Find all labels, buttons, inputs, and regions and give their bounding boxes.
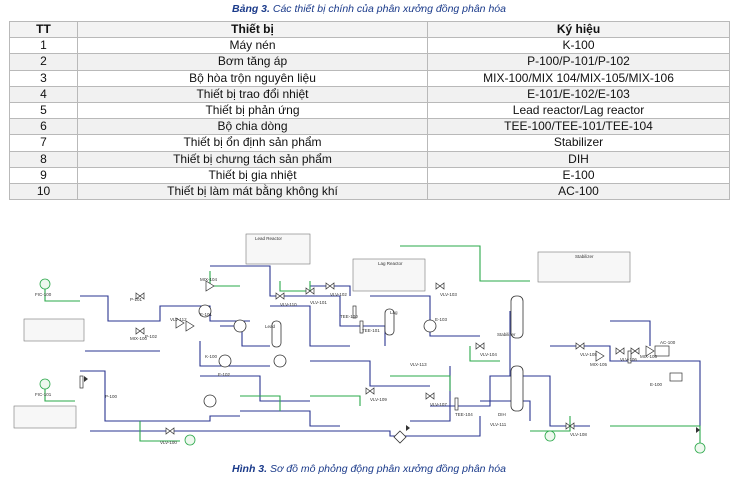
cell-tt: 9 [9,166,78,184]
stream-tag: MIX-105 [590,362,608,367]
stream-tag: TEE-100 [340,314,358,319]
stream-tag: P-102 [145,334,158,339]
table-caption: Bảng 3. Các thiết bị chính của phân xưởn… [232,3,506,15]
header-symbol: Ký hiệu [427,20,730,39]
svg-text:Lag Reactor: Lag Reactor [378,261,403,266]
cell-tt: 6 [9,118,78,136]
stream-tag: VLV-108 [570,432,587,437]
header-equipment: Thiết bị [77,20,428,39]
cell-equipment: Thiết bị ổn định sản phẩm [77,134,428,152]
stream-tag: P-101 [130,297,143,302]
stream-tag: VLV-103 [440,292,457,297]
lead-reactor-box: Lead Reactor [245,233,311,265]
cell-equipment: Bộ hòa trộn nguyên liệu [77,69,428,87]
stream-tag: Lead [265,324,276,329]
cell-tt: 8 [9,150,78,168]
stream-tag: VLV-105 [580,352,597,357]
stream-tag: MIX-106 [640,354,658,359]
stream-tag: E-103 [435,317,448,322]
cell-tt: 7 [9,134,78,152]
cell-symbol: E-100 [427,166,730,184]
cell-symbol: P-100/P-101/P-102 [427,53,730,71]
stream-tag: E-101 [200,312,213,317]
cell-tt: 3 [9,69,78,87]
equipment-symbols [39,278,706,454]
cell-symbol: Stabilizer [427,134,730,152]
cell-equipment: Máy nén [77,37,428,55]
stream-tag: MIX-104 [200,277,218,282]
table-header-row: TT Thiết bị Ký hiệu [9,20,730,39]
signal-lines [44,245,701,451]
stream-tag: FIC-101 [35,392,52,397]
stream-tag: VLV-107 [430,402,447,407]
stream-tag: VLV-101 [310,300,327,305]
lag-reactor-box: Lag Reactor [352,258,426,292]
cell-tt: 2 [9,53,78,71]
stream-tag: VLV-113 [410,362,427,367]
cell-symbol: TEE-100/TEE-101/TEE-104 [427,118,730,136]
cell-symbol: K-100 [427,37,730,55]
cell-tt: 1 [9,37,78,55]
cell-equipment: Thiết bị làm mát bằng không khí [77,182,428,201]
cell-symbol: MIX-100/MIX 104/MIX-105/MIX-106 [427,69,730,87]
stream-tag: VLV-104 [480,352,497,357]
stream-tag: FIC-100 [35,292,52,297]
stream-tag: E-100 [650,382,663,387]
cell-equipment: Bơm tăng áp [77,53,428,71]
stream-tag: VLV-106 [620,357,637,362]
cell-tt: 10 [9,182,78,201]
stream-tag: VLV-112 [170,317,187,322]
stream-tag: E-102 [218,372,231,377]
stream-tag: DIH [498,412,506,417]
stream-tag: TEE-101 [362,328,380,333]
process-streams [80,265,701,437]
process-flow-diagram: FIC-100FIC-101PIC-100K-100E-101E-102E-10… [13,233,706,454]
figure-caption: Hình 3. Sơ đồ mô phỏng động phân xưởng đ… [232,463,506,475]
stream-tag: VLV-111 [490,422,507,427]
feed-info-box-1 [23,318,85,342]
header-tt: TT [9,20,78,39]
stream-tag: VLV-100 [160,440,177,445]
stream-tag: AC-100 [660,340,676,345]
stream-tag: TEE-104 [455,412,473,417]
stream-tag: K-100 [205,354,218,359]
cell-symbol: Lead reactor/Lag reactor [427,101,730,120]
cell-symbol: E-101/E-102/E-103 [427,85,730,103]
stream-tag: VLV-110 [280,302,297,307]
cell-symbol: AC-100 [427,182,730,201]
cell-equipment: Thiết bị phản ứng [77,101,428,120]
cell-equipment: Thiết bị trao đổi nhiệt [77,85,428,103]
cell-equipment: Bộ chia dòng [77,118,428,136]
stream-tag: VLV-109 [370,397,387,402]
cell-tt: 5 [9,101,78,120]
svg-text:Stabilizer: Stabilizer [575,254,594,259]
cell-equipment: Thiết bị chưng tách sản phẩm [77,150,428,168]
stream-tag: Lag [390,310,398,315]
cell-symbol: DIH [427,150,730,168]
stream-tag: VLV-102 [330,292,347,297]
feed-info-box-2 [13,405,77,429]
svg-text:Lead Reactor: Lead Reactor [255,236,283,241]
cell-tt: 4 [9,85,78,103]
stream-tag: P-100 [105,394,118,399]
stabilizer-box: Stabilizer [537,251,631,283]
stream-tag: MIX-100 [130,336,148,341]
stream-tag: Stabilizer [497,332,516,337]
cell-equipment: Thiết bị gia nhiệt [77,166,428,184]
